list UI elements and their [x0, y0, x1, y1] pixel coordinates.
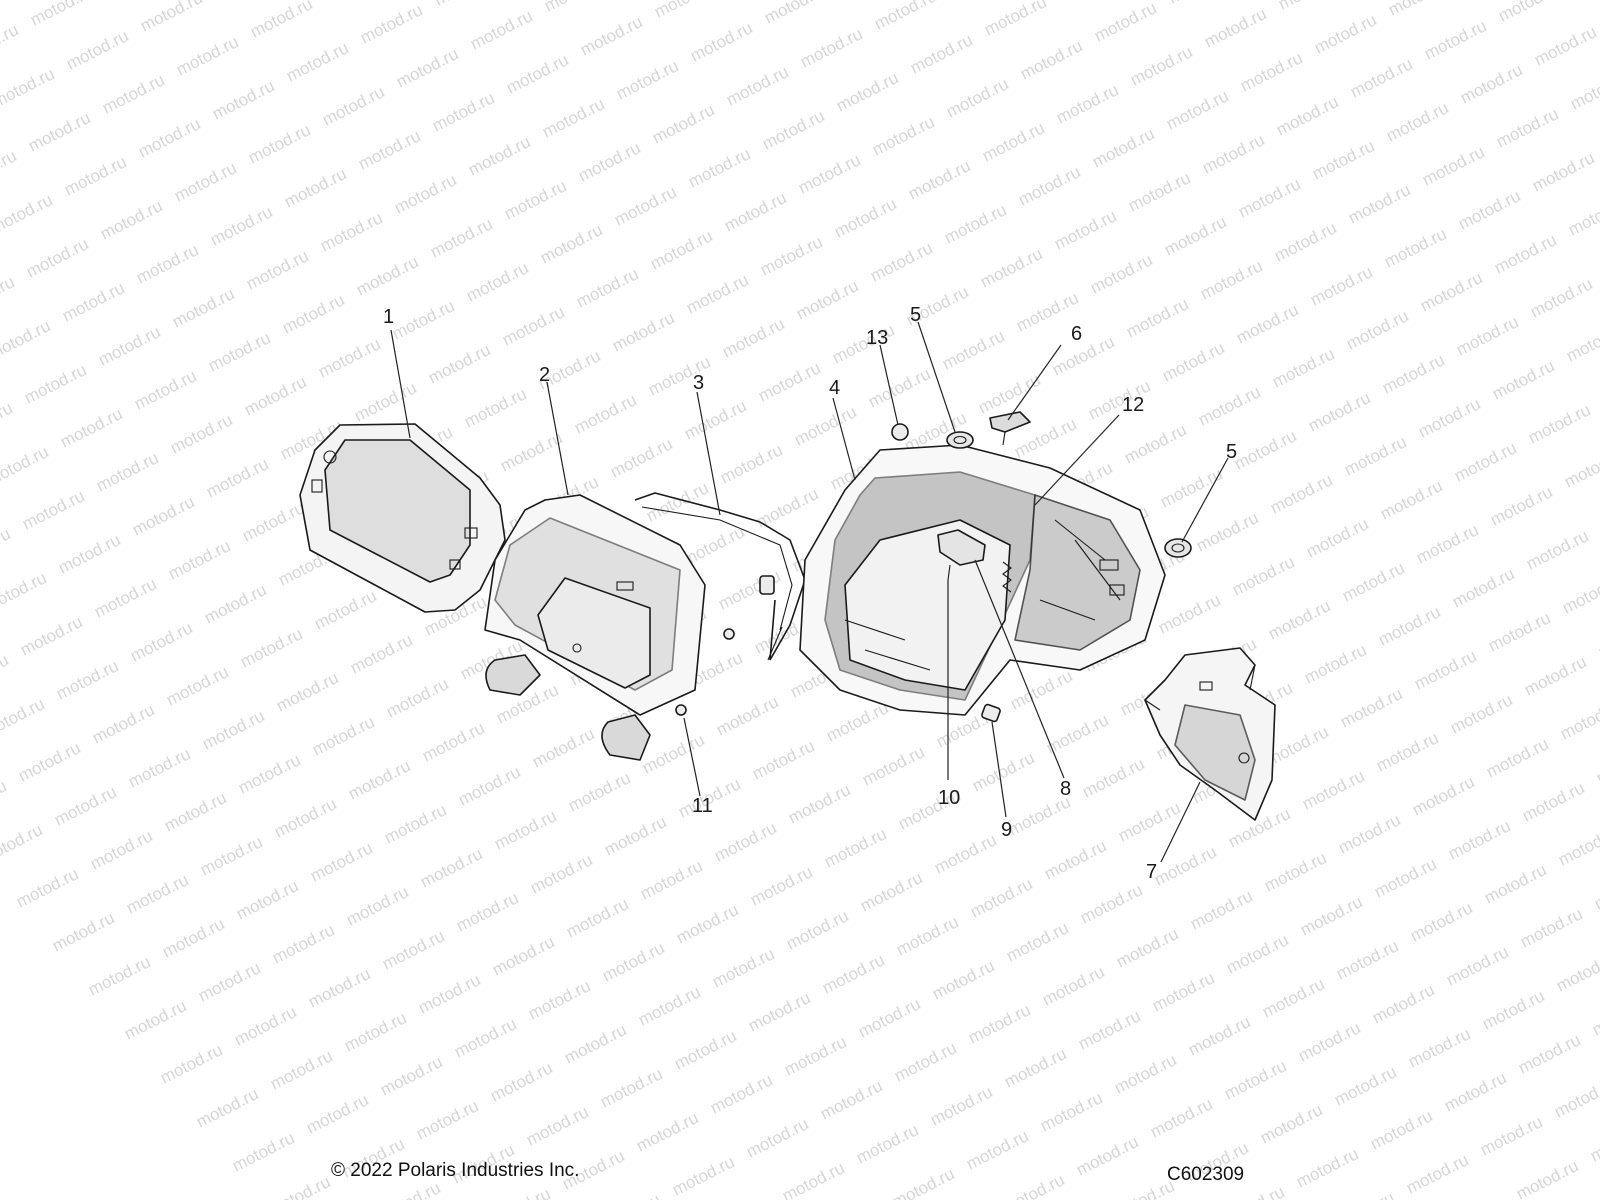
leader-2 — [546, 381, 569, 496]
leader-9 — [991, 721, 1007, 818]
leader-6 — [1007, 344, 1062, 421]
leader-4 — [832, 397, 856, 481]
callout-10: 10 — [938, 787, 960, 809]
copyright-notice: © 2022 Polaris Industries Inc. — [331, 1160, 580, 1181]
callout-1: 1 — [383, 306, 394, 328]
callout-12: 12 — [1122, 394, 1144, 416]
callout-9: 9 — [1001, 819, 1012, 841]
part-main-housing — [799, 444, 1166, 716]
callout-4: 4 — [829, 377, 840, 399]
part-lower-cover — [1144, 647, 1276, 821]
leader-3 — [696, 391, 721, 516]
leader-13 — [879, 344, 899, 426]
callout-5-right: 5 — [1226, 441, 1237, 463]
callout-3: 3 — [693, 372, 704, 394]
callout-13: 13 — [866, 327, 888, 349]
callout-8: 8 — [1060, 778, 1071, 800]
part-grommets — [946, 431, 1192, 558]
part-fasteners — [675, 423, 1001, 723]
figure-code: C602309 — [1167, 1164, 1245, 1185]
part-latch-mechanism — [937, 529, 1012, 593]
part-bezel-frame — [484, 494, 706, 761]
leader-5b — [1181, 457, 1229, 543]
part-latch-key — [989, 411, 1031, 446]
callout-6: 6 — [1071, 323, 1082, 345]
callout-5-top: 5 — [910, 304, 921, 326]
callout-7: 7 — [1146, 861, 1157, 883]
leader-11 — [683, 717, 701, 797]
callout-labels: 1 2 3 4 5 5 6 7 8 9 10 11 12 13 — [383, 304, 1237, 883]
callout-2: 2 — [539, 364, 550, 386]
leader-1 — [390, 329, 411, 439]
leader-12 — [1034, 414, 1120, 506]
leader-7 — [1160, 781, 1201, 863]
leader-5a — [917, 321, 956, 433]
part-display-unit — [299, 423, 506, 613]
callout-11: 11 — [692, 795, 713, 817]
part-gasket-seal — [634, 492, 806, 661]
leader-8 — [974, 559, 1065, 779]
leader-lines — [390, 321, 1229, 863]
